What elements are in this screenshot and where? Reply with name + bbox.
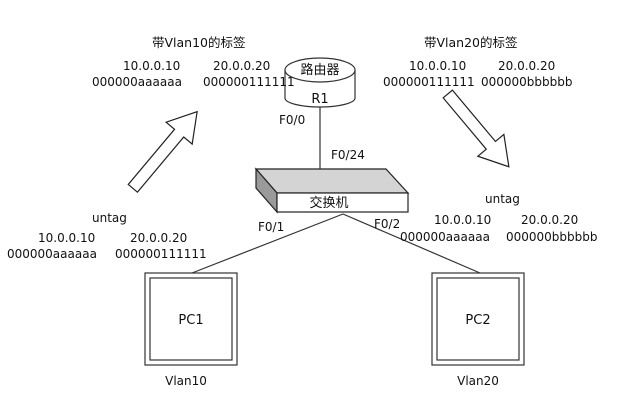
frame-vlan10-dst-ip: 10.0.0.10 (123, 59, 180, 73)
frame-vlan20-src-mac: 000000bbbbbb (481, 75, 573, 89)
frame-vlan10-title: 带Vlan10的标签 (152, 35, 246, 50)
frame-untag-left-dst-mac: 000000aaaaaa (7, 247, 97, 261)
frame-vlan10-src-ip: 20.0.0.20 (213, 59, 270, 73)
switch-top-face (254, 168, 410, 194)
pc1-screen (149, 277, 233, 361)
pc1-device[interactable]: PC1 (144, 272, 238, 366)
switch-port-left-label: F0/1 (258, 220, 284, 234)
switch-name: 交换机 (309, 195, 348, 211)
frame-untag-right-src-mac: 000000bbbbbb (506, 230, 598, 244)
down-arrow-icon (442, 89, 510, 168)
frame-untag-right-dst-mac: 000000aaaaaa (400, 230, 490, 244)
router-name: 路由器 (300, 62, 339, 78)
frame-vlan20-title: 带Vlan20的标签 (424, 35, 518, 50)
frame-untag-left-src-ip: 20.0.0.20 (130, 231, 187, 245)
switch-port-right-label: F0/2 (374, 217, 400, 231)
frame-vlan20-dst-ip: 10.0.0.10 (409, 59, 466, 73)
router-port-label: F0/0 (279, 113, 305, 127)
frame-untag-right-src-ip: 20.0.0.20 (521, 213, 578, 227)
frame-vlan10: 带Vlan10的标签 10.0.0.10 000000aaaaaa 20.0.0… (92, 35, 295, 89)
frame-vlan10-src-mac: 000000111111 (203, 75, 295, 89)
pc1-name: PC1 (178, 313, 203, 328)
frame-untag-right-label: untag (485, 192, 520, 206)
up-arrow-icon (127, 110, 198, 194)
router-top (284, 57, 356, 83)
frame-untag-right: untag 10.0.0.10 000000aaaaaa 20.0.0.20 0… (400, 192, 598, 244)
frame-vlan20-dst-mac: 000000111111 (383, 75, 475, 89)
switch-device[interactable]: 交换机 (254, 167, 410, 214)
pc2-vlan-label: Vlan20 (457, 374, 499, 388)
pc1-vlan-label: Vlan10 (165, 374, 207, 388)
pc2-screen (436, 277, 520, 361)
router-device[interactable]: 路由器 R1 (284, 57, 356, 108)
pc2-name: PC2 (465, 313, 490, 328)
frame-vlan20: 带Vlan20的标签 10.0.0.10 000000111111 20.0.0… (383, 35, 573, 89)
frame-untag-left-src-mac: 000000111111 (115, 247, 207, 261)
frame-untag-left: untag 10.0.0.10 000000aaaaaa 20.0.0.20 0… (7, 211, 207, 261)
link-switch-pc2 (342, 213, 481, 274)
pc2-device[interactable]: PC2 (431, 272, 525, 366)
switch-uplink-port-label: F0/24 (331, 148, 365, 162)
frame-untag-left-label: untag (92, 211, 127, 225)
frame-untag-right-dst-ip: 10.0.0.10 (434, 213, 491, 227)
frame-vlan20-src-ip: 20.0.0.20 (498, 59, 555, 73)
switch-front-face (276, 192, 409, 213)
frame-vlan10-dst-mac: 000000aaaaaa (92, 75, 182, 89)
frame-untag-left-dst-ip: 10.0.0.10 (38, 231, 95, 245)
link-switch-pc1 (191, 213, 344, 274)
router-id: R1 (311, 92, 328, 107)
